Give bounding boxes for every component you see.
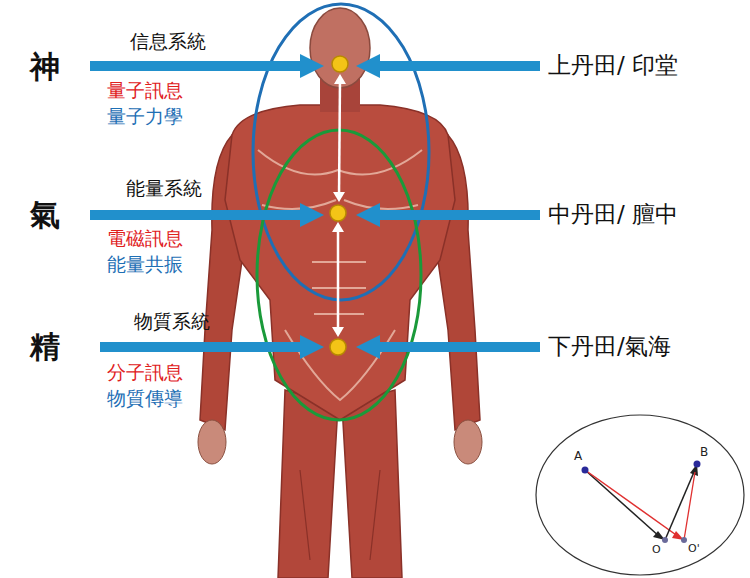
point-label: B [700, 446, 708, 460]
info-label: 分子訊息 [107, 362, 183, 384]
point-label: O [652, 544, 661, 557]
dantian-label: 上丹田/ 印堂 [548, 52, 678, 78]
info-label: 量子訊息 [107, 80, 183, 102]
theory-label: 量子力學 [107, 106, 183, 128]
principle-label: 神 [30, 50, 60, 85]
principle-label: 精 [30, 330, 60, 365]
dantian-label: 中丹田/ 膻中 [548, 201, 678, 227]
principle-label: 氣 [30, 198, 60, 233]
point-label: A [574, 450, 582, 464]
theory-label: 物質傳導 [107, 388, 183, 410]
theory-label: 能量共振 [107, 254, 183, 276]
system-label: 物質系統 [134, 311, 210, 333]
system-label: 能量系統 [126, 178, 202, 200]
dantian-label: 下丹田/氣海 [548, 333, 671, 359]
info-label: 電磁訊息 [107, 228, 183, 250]
system-label: 信息系統 [130, 31, 206, 53]
point-label: O' [688, 543, 700, 556]
